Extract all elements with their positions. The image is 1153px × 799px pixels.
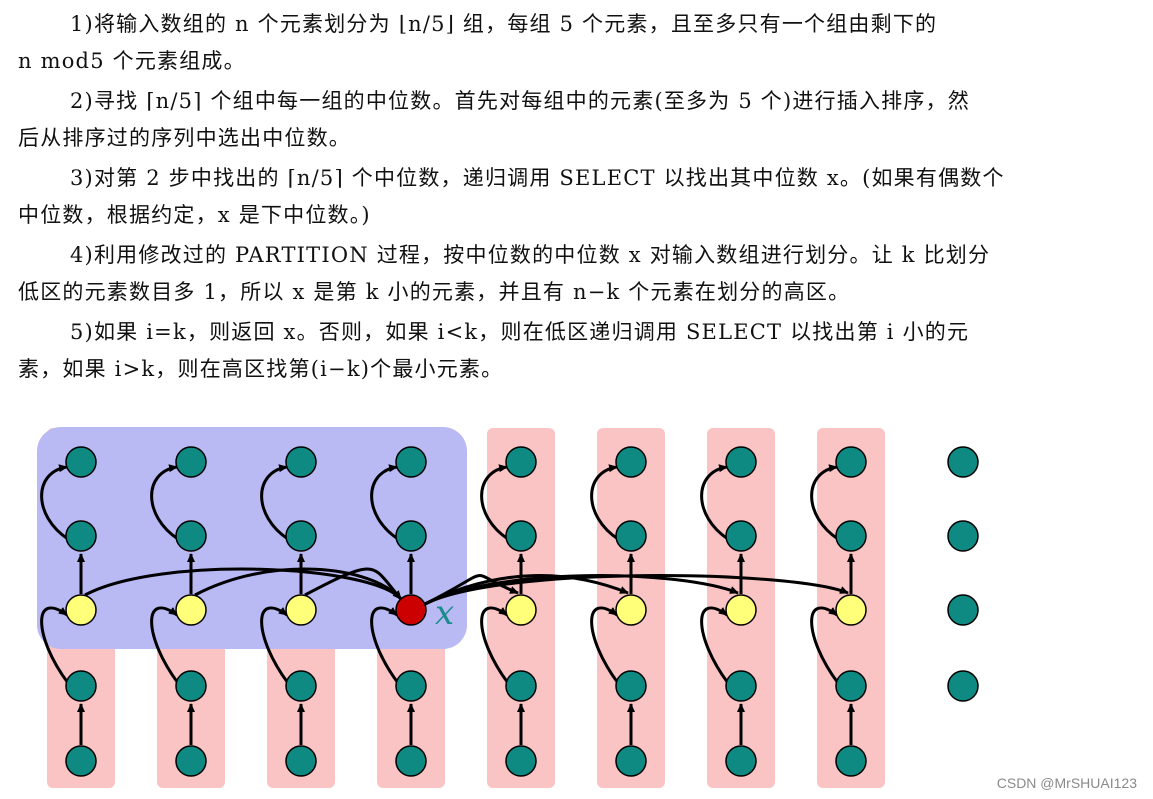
skip-arrow (810, 606, 840, 684)
median-node (725, 594, 757, 626)
element-node (505, 745, 537, 777)
element-node (725, 745, 757, 777)
median-label: x (435, 593, 454, 633)
element-node (65, 520, 97, 552)
element-node (175, 520, 207, 552)
element-node (65, 670, 97, 702)
element-node (395, 745, 427, 777)
element-node (615, 520, 647, 552)
element-node (835, 520, 867, 552)
element-node (835, 446, 867, 478)
step-4: 4)利用修改过的 PARTITION 过程，按中位数的中位数 x 对输入数组进行… (18, 237, 1138, 311)
element-node (175, 745, 207, 777)
median-node (505, 594, 537, 626)
step-line: 后从排序过的序列中选出中位数。 (18, 126, 351, 150)
element-node (615, 745, 647, 777)
remainder-node (947, 670, 979, 702)
median-arrow (424, 574, 849, 606)
skip-arrow (40, 464, 69, 541)
element-node (395, 520, 427, 552)
skip-arrow (700, 464, 729, 541)
median-of-medians-node (395, 594, 427, 626)
skip-arrow (480, 464, 509, 541)
skip-arrow (370, 606, 400, 684)
step-line: 2)寻找 ⌈n/5⌉ 个组中每一组的中位数。首先对每组中的元素(至多为 5 个)… (70, 89, 970, 113)
step-line: 3)对第 2 步中找出的 ⌈n/5⌉ 个中位数，递归调用 SELECT 以找出其… (70, 166, 1005, 190)
step-line: 1)将输入数组的 n 个元素划分为 ⌊n/5⌋ 组，每组 5 个元素，且至多只有… (70, 12, 938, 36)
skip-arrow (590, 464, 619, 541)
median-node (175, 594, 207, 626)
element-node (505, 446, 537, 478)
element-node (395, 446, 427, 478)
step-line: 5)如果 i=k，则返回 x。否则，如果 i<k，则在低区递归调用 SELECT… (70, 320, 970, 344)
step-line: 中位数，根据约定，x 是下中位数。) (18, 203, 371, 227)
algorithm-steps: 1)将输入数组的 n 个元素划分为 ⌊n/5⌋ 组，每组 5 个元素，且至多只有… (18, 6, 1138, 391)
skip-arrow (700, 606, 730, 684)
remainder-node (947, 594, 979, 626)
watermark: CSDN @MrSHUAI123 (996, 775, 1137, 791)
element-node (285, 520, 317, 552)
step-3: 3)对第 2 步中找出的 ⌈n/5⌉ 个中位数，递归调用 SELECT 以找出其… (18, 160, 1138, 234)
step-2: 2)寻找 ⌈n/5⌉ 个组中每一组的中位数。首先对每组中的元素(至多为 5 个)… (18, 83, 1138, 157)
element-node (835, 745, 867, 777)
element-node (65, 446, 97, 478)
element-node (285, 670, 317, 702)
element-node (725, 520, 757, 552)
median-node (65, 594, 97, 626)
remainder-node (947, 520, 979, 552)
element-node (175, 670, 207, 702)
element-node (505, 520, 537, 552)
median-node (615, 594, 647, 626)
median-node (835, 594, 867, 626)
median-arrow (84, 567, 403, 601)
low-region (37, 427, 467, 649)
element-node (285, 745, 317, 777)
remainder-node (947, 446, 979, 478)
element-node (615, 446, 647, 478)
skip-arrow (260, 464, 289, 541)
element-node (615, 670, 647, 702)
step-line: 4)利用修改过的 PARTITION 过程，按中位数的中位数 x 对输入数组进行… (70, 243, 991, 267)
skip-arrow (40, 606, 70, 684)
skip-arrow (590, 606, 620, 684)
median-node (285, 594, 317, 626)
element-node (725, 670, 757, 702)
element-node (725, 446, 757, 478)
low-region-box (37, 427, 467, 649)
step-1: 1)将输入数组的 n 个元素划分为 ⌊n/5⌋ 组，每组 5 个元素，且至多只有… (18, 6, 1138, 80)
skip-arrow (150, 606, 180, 684)
median-of-medians-diagram: x (37, 427, 979, 788)
element-node (835, 670, 867, 702)
element-node (395, 670, 427, 702)
element-node (505, 670, 537, 702)
step-line: 素，如果 i>k，则在高区找第(i−k)个最小元素。 (18, 357, 504, 381)
skip-arrow (370, 464, 399, 541)
element-node (285, 446, 317, 478)
median-arrow (194, 567, 403, 600)
skip-arrow (810, 464, 839, 541)
element-node (175, 446, 207, 478)
step-line: 低区的元素数目多 1，所以 x 是第 k 小的元素，并且有 n−k 个元素在划分… (18, 280, 851, 304)
element-nodes (65, 446, 979, 777)
skip-arrow (260, 606, 290, 684)
skip-arrow (480, 606, 510, 684)
step-line: n mod5 个元素组成。 (18, 49, 246, 73)
comparison-arrows (40, 464, 855, 745)
median-arrow (304, 567, 403, 600)
skip-arrow (150, 464, 179, 541)
element-node (65, 745, 97, 777)
step-5: 5)如果 i=k，则返回 x。否则，如果 i<k，则在低区递归调用 SELECT… (18, 314, 1138, 388)
